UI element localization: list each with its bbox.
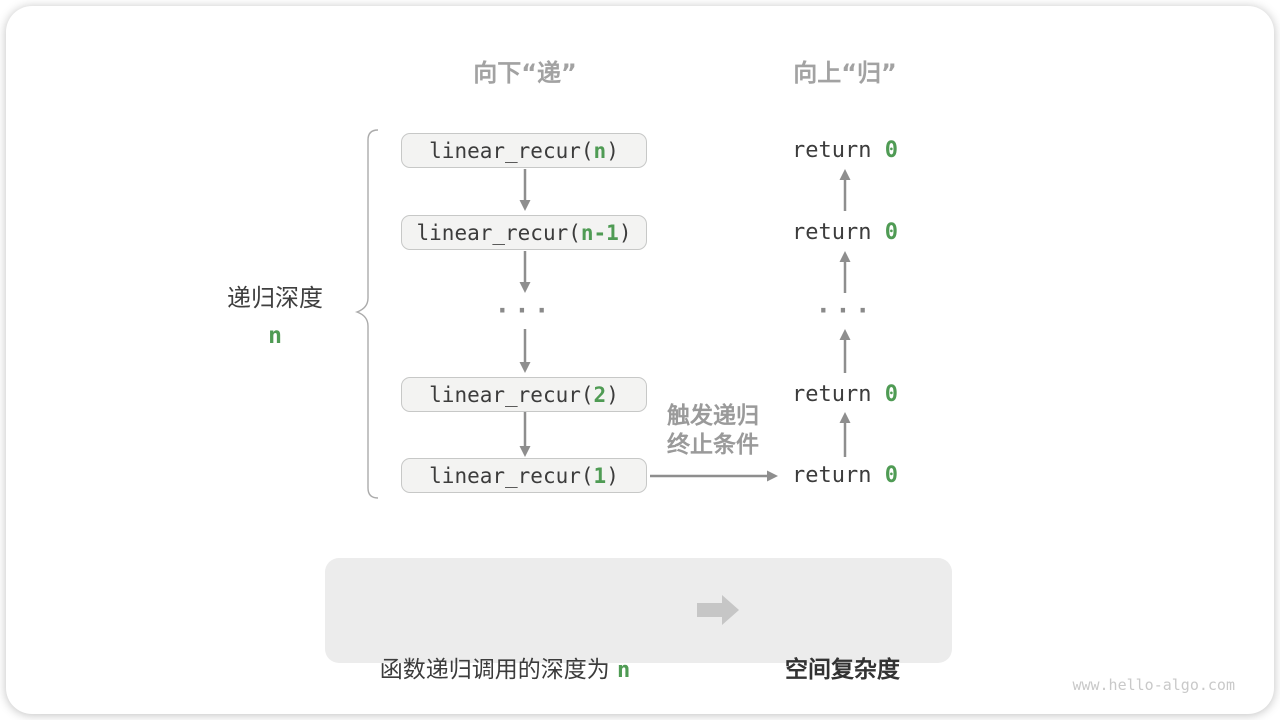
summary-panel: [325, 558, 952, 663]
return-row: return 0: [760, 458, 930, 493]
depth-value: n: [268, 323, 282, 349]
return-value: 0: [884, 382, 898, 407]
ellipsis-left: ···: [494, 296, 554, 326]
arrow-up-icon: [839, 329, 851, 373]
base-case-line1: 触发递归: [667, 403, 759, 429]
call-text: linear_recur(: [416, 220, 581, 245]
implies-arrow-tail: [697, 603, 722, 617]
call-box-n: linear_recur(n): [401, 133, 647, 168]
return-row: return 0: [760, 215, 930, 250]
return-row: return 0: [760, 377, 930, 412]
call-box-2: linear_recur(2): [401, 377, 647, 412]
summary-line1: 函数递归调用的深度为 n: [355, 650, 655, 691]
depth-text: 递归深度: [227, 284, 323, 312]
header-ascend: 向上“归”: [793, 59, 897, 87]
call-text: ): [606, 382, 619, 407]
arrow-down-icon: [519, 329, 531, 373]
summary-line1-highlight: n: [617, 658, 631, 683]
return-text: return: [792, 463, 885, 488]
call-text: ): [606, 138, 619, 163]
call-arg: n: [593, 138, 607, 163]
arrow-up-icon: [839, 169, 851, 211]
return-text: return: [792, 220, 885, 245]
summary-right-text: 空间复杂度 线性阶 O(n): [745, 570, 940, 720]
implies-arrow-head: [722, 595, 739, 625]
return-row: return 0: [760, 133, 930, 168]
call-arg: n-1: [580, 220, 619, 245]
header-descend: 向下“递”: [473, 59, 577, 87]
base-case-line2: 终止条件: [667, 432, 759, 458]
arrow-down-icon: [519, 251, 531, 293]
arrow-up-icon: [839, 251, 851, 293]
site-watermark: www.hello-algo.com: [1072, 676, 1235, 694]
summary-left-text: 函数递归调用的深度为 n 共使用 O(n) 的栈帧空间: [355, 570, 655, 720]
return-value: 0: [884, 138, 898, 163]
return-text: return: [792, 138, 885, 163]
arrow-down-icon: [519, 412, 531, 457]
summary-line1-text: 函数递归调用的深度为: [379, 657, 618, 683]
implies-arrow-icon: [697, 595, 739, 625]
call-text: ): [606, 463, 619, 488]
return-text: return: [792, 382, 885, 407]
ellipsis-right: ···: [815, 296, 875, 326]
call-arg: 2: [593, 382, 607, 407]
call-text: ): [618, 220, 632, 245]
arrow-up-icon: [839, 412, 851, 457]
curly-brace-icon: [354, 129, 379, 499]
call-box-1: linear_recur(1): [401, 458, 647, 493]
call-text: linear_recur(: [429, 138, 594, 163]
return-value: 0: [884, 463, 898, 488]
arrow-right-icon: [650, 470, 778, 482]
call-text: linear_recur(: [429, 463, 594, 488]
call-box-n-1: linear_recur(n-1): [401, 215, 647, 250]
return-value: 0: [884, 220, 898, 245]
call-text: linear_recur(: [429, 382, 594, 407]
base-case-label: 触发递归 终止条件: [638, 402, 788, 460]
recursion-depth-label: 递归深度 n: [195, 278, 355, 349]
arrow-down-icon: [519, 169, 531, 211]
call-arg: 1: [593, 463, 607, 488]
space-complexity-title: 空间复杂度: [785, 657, 900, 683]
